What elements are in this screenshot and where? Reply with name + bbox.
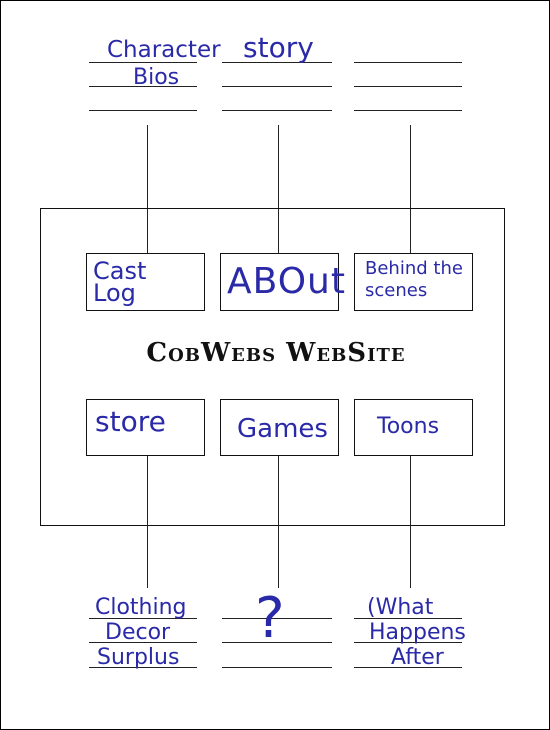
- rule-top-mid-1: [222, 62, 332, 63]
- rule-top-right-2: [354, 86, 462, 87]
- rule-top-right-3: [354, 110, 462, 111]
- note-clothing: Clothing: [95, 595, 187, 620]
- rule-bottom-mid-1: [222, 618, 332, 619]
- rule-bottom-right-2: [354, 642, 462, 643]
- label-behind-the-scenes: Behind the scenes: [365, 258, 463, 301]
- box-behind-the-scenes: Behind the scenes: [354, 253, 473, 311]
- note-decor: Decor: [105, 620, 171, 645]
- diagram-title: CobWebs WebSite: [146, 338, 406, 368]
- label-games: Games: [237, 414, 328, 444]
- rule-top-mid-2: [222, 86, 332, 87]
- website-frame: [40, 208, 505, 526]
- rule-bottom-right-3: [354, 667, 462, 668]
- label-toons: Toons: [377, 414, 440, 439]
- connector-bottom-left: [147, 456, 148, 588]
- rule-top-mid-3: [222, 110, 332, 111]
- rule-bottom-left-3: [89, 667, 197, 668]
- note-happens: Happens: [369, 620, 466, 645]
- connector-top-left: [147, 125, 148, 253]
- connector-top-mid: [278, 125, 279, 253]
- label-cast-log: Cast Log: [93, 257, 147, 307]
- box-about: ABOut: [220, 253, 345, 311]
- note-story: story: [243, 31, 314, 64]
- rule-bottom-left-1: [89, 618, 197, 619]
- box-store: store: [86, 399, 205, 456]
- note-question-mark: ?: [255, 586, 285, 651]
- rule-top-right-1: [354, 62, 462, 63]
- note-what: (What: [367, 595, 434, 620]
- connector-bottom-mid: [278, 456, 279, 588]
- connector-bottom-right: [410, 456, 411, 588]
- rule-bottom-right-1: [354, 618, 462, 619]
- rule-bottom-mid-2: [222, 642, 332, 643]
- rule-top-left-2: [89, 86, 197, 87]
- box-toons: Toons: [354, 399, 473, 456]
- note-character: Character: [107, 37, 221, 63]
- label-about: ABOut: [227, 261, 346, 302]
- note-surplus: Surplus: [97, 645, 180, 670]
- rule-bottom-mid-3: [222, 667, 332, 668]
- note-after: After: [391, 645, 444, 670]
- rule-bottom-left-2: [89, 642, 197, 643]
- rule-top-left-1: [89, 62, 197, 63]
- rule-top-left-3: [89, 110, 197, 111]
- label-store: store: [95, 405, 166, 438]
- note-bios: Bios: [133, 65, 180, 90]
- box-games: Games: [220, 399, 339, 456]
- box-cast-log: Cast Log: [86, 253, 205, 311]
- connector-top-right: [410, 125, 411, 253]
